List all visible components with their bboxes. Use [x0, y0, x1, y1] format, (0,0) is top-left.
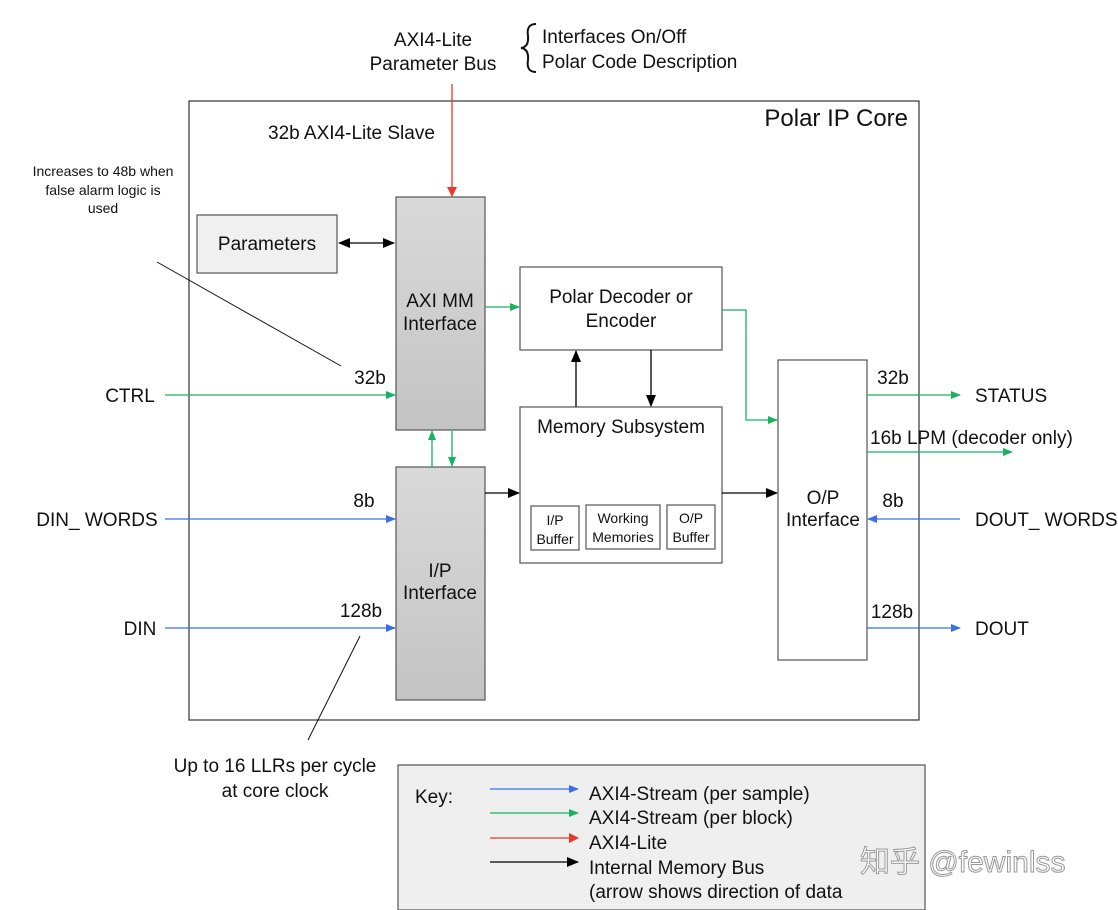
brace-line2: Polar Code Description: [542, 52, 737, 73]
memory-label: Memory Subsystem: [537, 417, 705, 438]
status-label: STATUS: [975, 386, 1047, 407]
din-words-width: 8b: [353, 491, 374, 512]
ip-interface-label-2: Interface: [403, 583, 477, 604]
note-48b-leader: [156, 261, 342, 367]
dout-width: 128b: [871, 602, 913, 623]
ip-interface-block: [395, 466, 486, 701]
op-buffer-block: [666, 504, 716, 550]
key-item-internal-note: (arrow shows direction of data: [589, 882, 843, 903]
parameters-label: Parameters: [218, 234, 316, 255]
note-48b-line3: used: [88, 200, 118, 216]
op-interface-label-2: Interface: [786, 510, 860, 531]
brace-line1: Interfaces On/Off: [542, 27, 687, 48]
ctrl-label: CTRL: [105, 386, 155, 407]
din-words-label: DIN_ WORDS: [36, 510, 157, 531]
key-title: Key:: [415, 787, 453, 808]
key-box: [397, 764, 926, 910]
op-buffer-label-2: Buffer: [672, 529, 709, 545]
lpm-label: 16b LPM (decoder only): [870, 428, 1073, 449]
note-48b-line1: Increases to 48b when: [33, 163, 174, 179]
watermark: 知乎 @fewinlss: [860, 846, 1066, 879]
working-memories-label-2: Memories: [592, 529, 653, 545]
working-memories-block: [585, 504, 661, 550]
din-label: DIN: [124, 619, 157, 640]
core-title: Polar IP Core: [764, 105, 908, 132]
key-item-block: AXI4-Stream (per block): [589, 808, 793, 829]
working-memories-label-1: Working: [597, 510, 648, 526]
ip-interface-label-1: I/P: [428, 561, 451, 582]
llr-note-line1: Up to 16 LLRs per cycle: [174, 756, 377, 777]
axi-mm-interface-block: [395, 196, 486, 431]
din-width: 128b: [340, 601, 382, 622]
core-boundary: [188, 100, 920, 721]
ctrl-width: 32b: [354, 368, 386, 389]
decoder-to-op-arrow: [722, 309, 778, 424]
key-item-lite: AXI4-Lite: [589, 833, 667, 854]
llr-note-line2: at core clock: [222, 781, 329, 802]
bus-label-line2: Parameter Bus: [370, 54, 497, 75]
parameters-block: [196, 214, 338, 274]
key-item-sample: AXI4-Stream (per sample): [589, 784, 810, 805]
ip-buffer-block: [530, 505, 580, 551]
dout-words-width: 8b: [882, 491, 903, 512]
bus-label-line1: AXI4-Lite: [394, 30, 472, 51]
op-interface-label-1: O/P: [807, 488, 840, 509]
decoder-label-2: Encoder: [586, 311, 657, 332]
dout-label: DOUT: [975, 619, 1029, 640]
ip-buffer-label-2: Buffer: [536, 531, 573, 547]
op-buffer-label-1: O/P: [679, 510, 703, 526]
slave-label: 32b AXI4-Lite Slave: [268, 123, 435, 144]
axi-mm-label-2: Interface: [403, 314, 477, 335]
decoder-label-1: Polar Decoder or: [549, 287, 693, 308]
op-interface-block: [777, 359, 868, 661]
status-width: 32b: [877, 368, 909, 389]
key-item-internal: Internal Memory Bus: [589, 858, 764, 879]
ip-buffer-label-1: I/P: [546, 512, 563, 528]
brace-icon: [520, 23, 537, 73]
note-48b-line2: false alarm logic is: [45, 182, 160, 198]
llr-note-leader: [307, 635, 361, 741]
axi-mm-label-1: AXI MM: [406, 291, 474, 312]
dout-words-label: DOUT_ WORDS: [975, 510, 1118, 531]
polar-decoder-block: [519, 266, 723, 351]
